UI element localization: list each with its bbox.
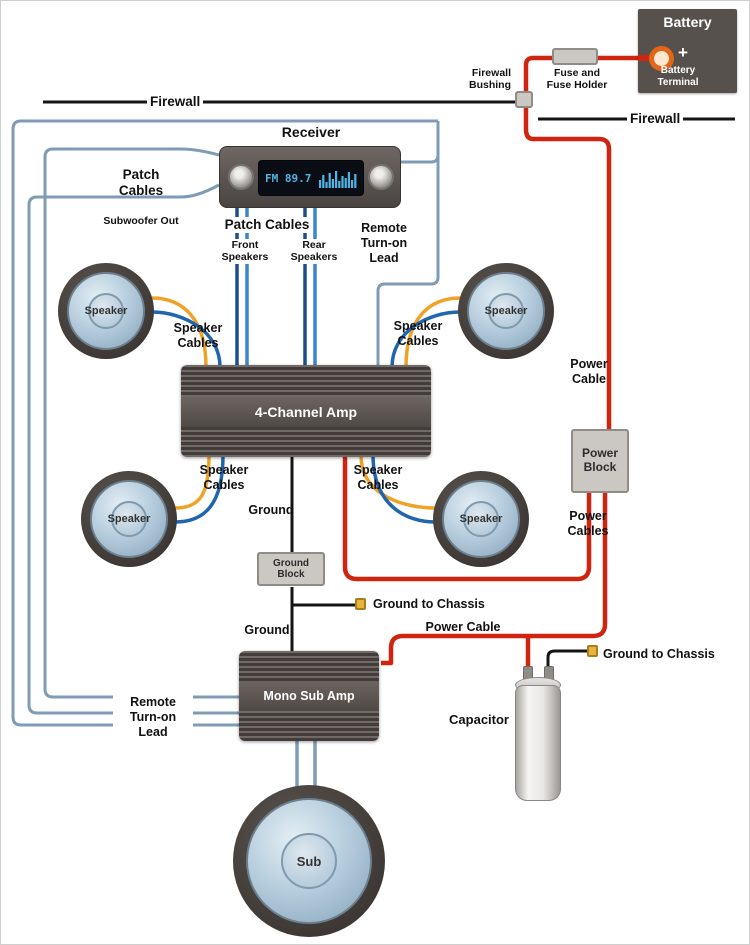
mono-sub-amp-label: Mono Sub Amp [239, 681, 379, 711]
capacitor-label: Capacitor [449, 712, 509, 727]
spectrum-bars-icon [319, 171, 357, 188]
plus-sign: + [678, 43, 688, 62]
subwoofer: Sub [233, 785, 385, 937]
speaker-cables-label-tl: Speaker Cables [173, 321, 223, 350]
power-cables-label: Power Cables [567, 509, 609, 538]
tuner-knob-icon [368, 164, 394, 190]
power-cable-block-to-mono-amp [381, 493, 608, 666]
speaker-dustcap [463, 501, 499, 537]
speaker-front-left: Speaker [58, 263, 154, 359]
speaker-cable-tr-pos [404, 296, 461, 368]
ground-label-top: Ground [248, 503, 294, 517]
remote-lead-stub [401, 121, 440, 164]
battery: Battery + Battery Terminal [638, 9, 737, 93]
patch-cables-subwoofer-label: Patch Cables Subwoofer Out [97, 151, 185, 243]
patch-cables-subwoofer-title: Patch Cables [118, 166, 164, 198]
battery-terminal-icon [649, 46, 674, 71]
subwoofer-dustcap [281, 833, 337, 889]
ground-block: Ground Block [257, 552, 325, 586]
subwoofer-patch-cable-1 [43, 147, 239, 699]
remote-lead-to-mono-amp [11, 119, 438, 727]
speaker-cone: Speaker [442, 480, 520, 558]
volume-knob-icon [228, 164, 254, 190]
speaker-cable-tr-neg [390, 310, 461, 368]
remote-lead-to-4ch-amp [376, 121, 440, 367]
fuse-holder-label: Fuse and Fuse Holder [546, 67, 608, 92]
four-channel-amp: 4-Channel Amp [181, 365, 431, 457]
speaker-rear-left: Speaker [81, 471, 177, 567]
speaker-cable-bl-pos [174, 454, 211, 510]
firewall-label-left: Firewall [147, 94, 204, 110]
speaker-label: Speaker [459, 513, 503, 525]
power-cable-label-right: Power Cable [570, 357, 608, 386]
ground-to-chassis-label-2: Ground to Chassis [603, 647, 715, 661]
speaker-cone: Speaker [467, 272, 545, 350]
speaker-cable-br-neg [371, 454, 436, 524]
speaker-dustcap [111, 501, 147, 537]
capacitor-ground-wire [546, 649, 587, 671]
speaker-cable-tl-pos [151, 296, 208, 368]
battery-label: Battery [663, 14, 712, 30]
speaker-label: Speaker [107, 513, 151, 525]
ground-to-chassis-label-1: Ground to Chassis [373, 597, 485, 611]
power-cable-battery-to-block [523, 55, 649, 431]
remote-turn-on-label-top: Remote Turn-on Lead [360, 221, 408, 265]
speaker-front-right: Speaker [458, 263, 554, 359]
speaker-label: Speaker [484, 305, 528, 317]
speaker-cables-label-tr: Speaker Cables [393, 319, 443, 348]
mono-sub-amp: Mono Sub Amp [239, 651, 379, 741]
firewall-label-right: Firewall [627, 111, 684, 127]
capacitor [515, 685, 561, 801]
speaker-dustcap [88, 293, 124, 329]
ground-label-bottom: Ground [244, 623, 290, 637]
fuse-holder [552, 48, 598, 65]
rear-speakers-label: Rear Speakers [283, 239, 345, 264]
speaker-cable-bl-neg [174, 454, 225, 524]
speaker-cable-br-pos [359, 454, 436, 510]
subwoofer-patch-cable-2 [27, 183, 239, 715]
remote-turn-on-label-bottom: Remote Turn-on Lead [113, 695, 193, 740]
speaker-rear-right: Speaker [433, 471, 529, 567]
battery-cable-stub [638, 55, 651, 61]
speaker-cone: Speaker [90, 480, 168, 558]
subwoofer-out-label: Subwoofer Out [103, 214, 179, 227]
front-speakers-label: Front Speakers [213, 239, 277, 264]
speaker-cable-tl-neg [151, 310, 222, 368]
four-channel-amp-label: 4-Channel Amp [181, 397, 431, 427]
speaker-cables-label-bl: Speaker Cables [199, 463, 249, 492]
power-cable-label-bottom: Power Cable [425, 620, 501, 634]
receiver: FM 89.7 [219, 146, 401, 208]
speaker-cables-label-br: Speaker Cables [353, 463, 403, 492]
receiver-title: Receiver [281, 124, 341, 140]
firewall-bushing-label: Firewall Bushing [469, 67, 511, 92]
chassis-lug-icon [587, 645, 598, 657]
speaker-dustcap [488, 293, 524, 329]
chassis-lug-icon [355, 598, 366, 610]
power-block: Power Block [571, 429, 629, 493]
firewall-bushing [515, 91, 533, 108]
speaker-cone: Speaker [67, 272, 145, 350]
patch-cables-label: Patch Cables [221, 217, 313, 233]
power-cable-block-to-4ch-amp [342, 441, 592, 582]
subwoofer-cone: Sub [246, 798, 372, 924]
frequency-readout: FM 89.7 [265, 171, 312, 185]
speaker-label: Speaker [84, 305, 128, 317]
receiver-display: FM 89.7 [258, 160, 364, 196]
battery-terminal-label: Battery Terminal [657, 65, 699, 88]
subwoofer-label: Sub [296, 853, 322, 869]
